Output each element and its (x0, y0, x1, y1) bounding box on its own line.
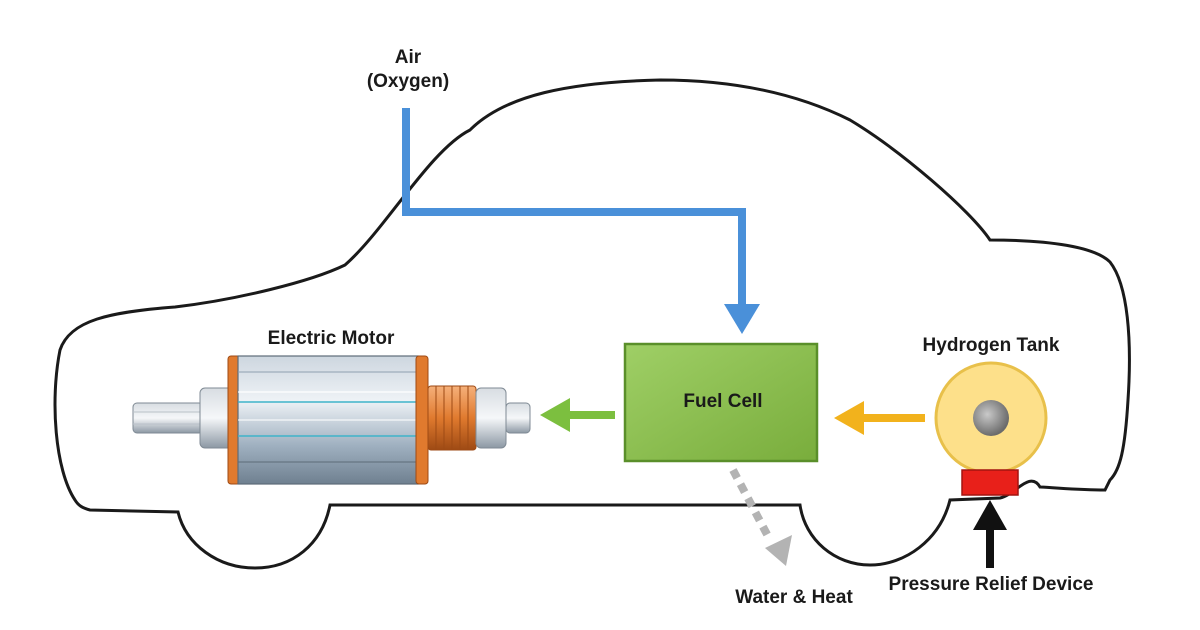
electric-flow-arrow (540, 398, 615, 432)
hydrogen-tank (934, 361, 1048, 475)
water-heat-label: Water & Heat (735, 587, 853, 608)
air-label-line1: Air (394, 47, 422, 68)
air-flow-arrow (402, 108, 760, 334)
hydrogen-flow-arrow (834, 401, 925, 435)
air-label-line2: (Oxygen) (366, 71, 450, 92)
electric-motor-label: Electric Motor (267, 328, 395, 349)
electric-motor-illustration (132, 355, 531, 485)
fuel-cell-label: Fuel Cell (683, 391, 763, 412)
pressure-relief-pointer-arrow (973, 500, 1007, 568)
fuel-cell-box (623, 342, 819, 463)
air-label: Air (Oxygen) (367, 46, 449, 94)
pressure-relief-device-label: Pressure Relief Device (888, 574, 1094, 595)
car-body-outline (53, 78, 1131, 570)
hydrogen-tank-label: Hydrogen Tank (922, 335, 1060, 356)
exhaust-flow-arrow (729, 468, 792, 566)
pressure-relief-device (961, 469, 1019, 496)
